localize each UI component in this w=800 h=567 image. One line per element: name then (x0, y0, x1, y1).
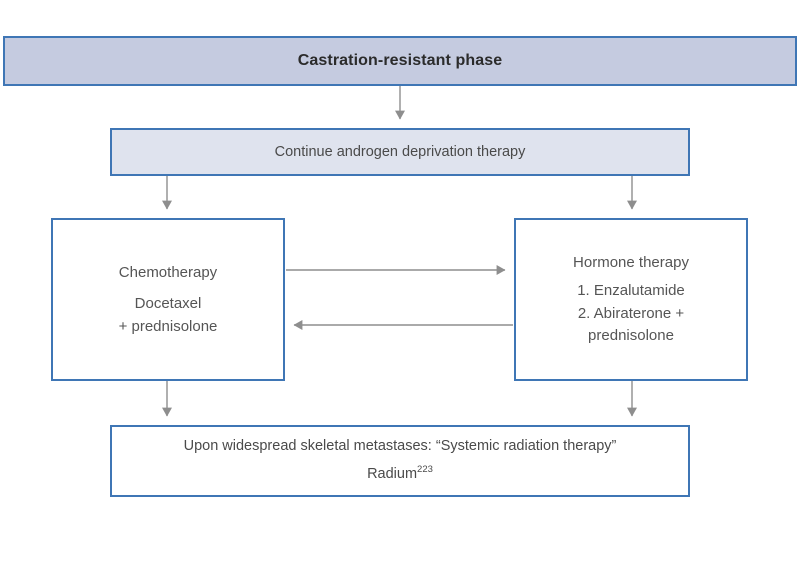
node-systemic-radiation-therapy: Upon widespread skeletal metastases: “Sy… (110, 425, 690, 497)
node-radium-isotope-superscript: 223 (417, 464, 433, 476)
node-hormone-title: Hormone therapy (573, 253, 689, 271)
node-radium-agent-text: Radium (367, 466, 418, 482)
node-hormone-therapy: Hormone therapy 1. Enzalutamide 2. Abira… (514, 218, 748, 381)
node-continue-androgen-deprivation-therapy: Continue androgen deprivation therapy (110, 128, 690, 176)
node-chemotherapy: Chemotherapy Docetaxel + prednisolone (51, 218, 285, 381)
node-adt-label: Continue androgen deprivation therapy (274, 144, 526, 160)
node-hormone-option-2-adjunct: prednisolone (588, 327, 674, 344)
node-castration-resistant-phase: Castration-resistant phase (3, 36, 797, 86)
node-phase-label: Castration-resistant phase (297, 52, 503, 69)
node-hormone-option-2: 2. Abiraterone + (577, 304, 685, 322)
node-chemo-drug: Docetaxel (134, 294, 202, 312)
node-hormone-option-1: 1. Enzalutamide (577, 282, 685, 299)
node-chemo-title: Chemotherapy (118, 263, 218, 281)
node-radium-indication: Upon widespread skeletal metastases: “Sy… (183, 438, 617, 455)
node-chemo-adjunct: + prednisolone (118, 318, 218, 336)
node-radium-agent: Radium223 (367, 461, 433, 489)
